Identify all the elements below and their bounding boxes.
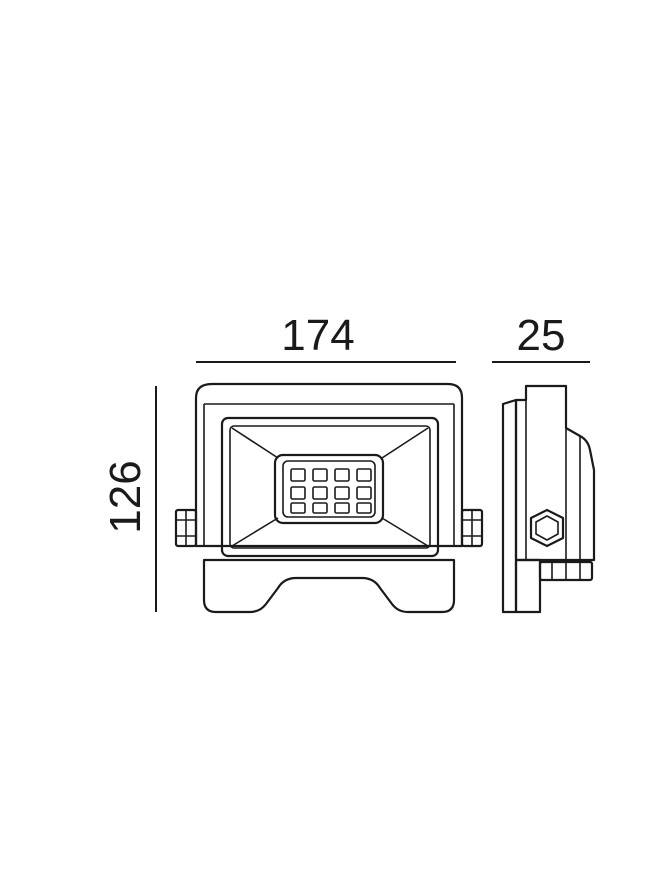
mounting-bracket bbox=[202, 558, 456, 614]
side-body bbox=[514, 384, 596, 562]
side-heatsink-lower bbox=[514, 558, 542, 614]
led-module-outer bbox=[273, 453, 385, 525]
width-label: 174 bbox=[281, 311, 354, 360]
hex-bolt-inner bbox=[535, 515, 559, 541]
right-knob bbox=[460, 508, 484, 548]
led-module-inner bbox=[282, 460, 376, 518]
led-chips bbox=[290, 468, 372, 514]
hex-bolt bbox=[529, 508, 565, 548]
front-housing-outer bbox=[194, 382, 464, 548]
side-front-plate bbox=[501, 398, 518, 614]
lens-frame-outer bbox=[220, 416, 440, 558]
height-label: 126 bbox=[101, 460, 150, 533]
side-view bbox=[501, 384, 596, 614]
side-bottom-nut bbox=[538, 560, 594, 582]
front-view bbox=[174, 382, 484, 614]
depth-label: 25 bbox=[517, 311, 566, 360]
height-dimension: 126 bbox=[101, 386, 157, 612]
side-body-inner bbox=[525, 400, 581, 560]
depth-dimension: 25 bbox=[492, 311, 590, 363]
lens-frame-inner bbox=[229, 425, 431, 549]
width-dimension: 174 bbox=[196, 311, 456, 363]
front-housing-inner-sides bbox=[203, 404, 455, 546]
reflector-lines bbox=[231, 427, 429, 547]
left-knob bbox=[174, 508, 198, 548]
